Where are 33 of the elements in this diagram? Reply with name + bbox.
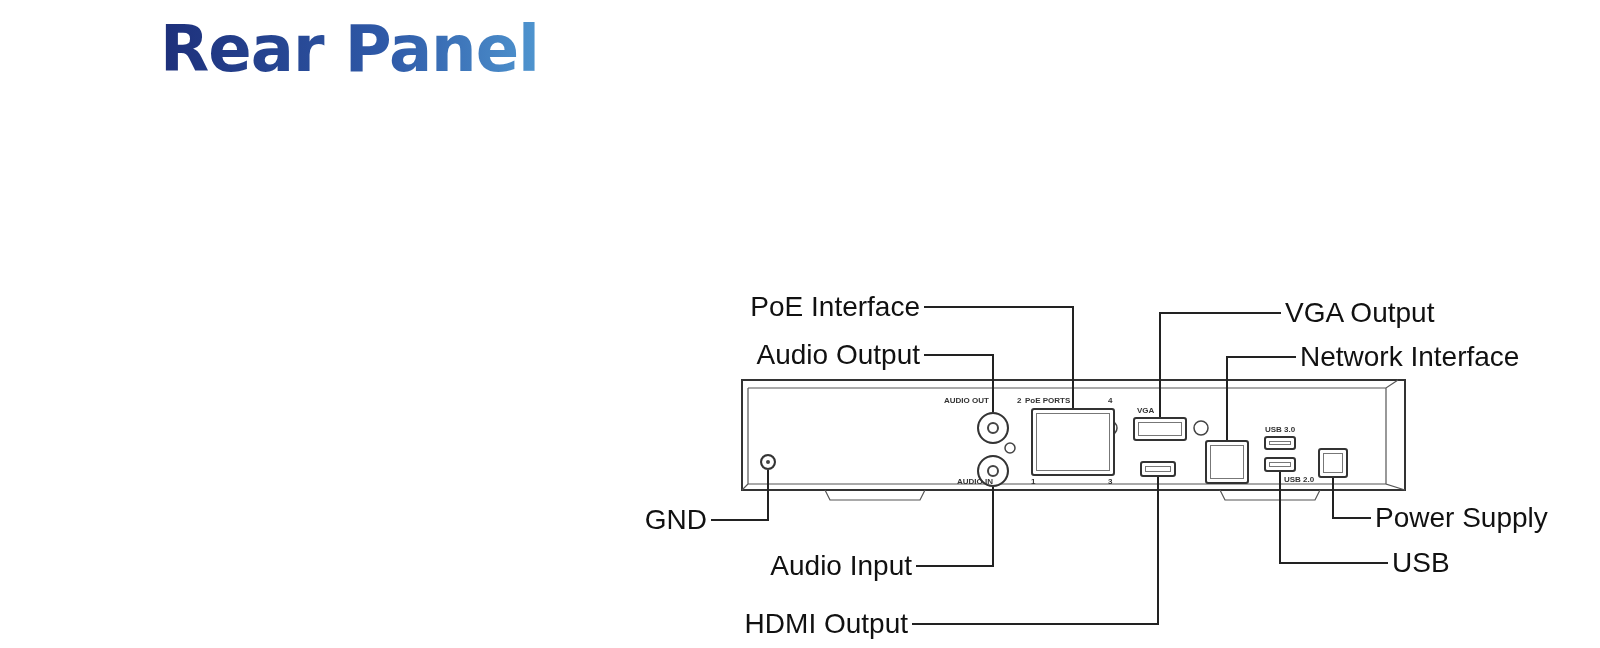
ethernet-port-block [1031, 408, 1115, 476]
leader-line [923, 354, 994, 413]
hdmi-port [1140, 461, 1176, 477]
usb-port [1264, 457, 1296, 472]
leader-line [923, 306, 1074, 409]
callout-label: Audio Input [770, 550, 912, 582]
leader-line [710, 469, 769, 521]
panel-marking: AUDIO IN [957, 478, 993, 486]
panel-marking: AUDIO OUT [944, 397, 989, 405]
usb-port [1264, 436, 1296, 450]
leader-line [911, 476, 1159, 625]
leader-line [1226, 356, 1297, 441]
ethernet-port [1205, 440, 1249, 484]
power-jack [1318, 448, 1348, 478]
callout-label: Power Supply [1375, 502, 1548, 534]
callout-label: PoE Interface [750, 291, 920, 323]
callout-label: GND [644, 504, 707, 536]
vga-port [1133, 417, 1187, 441]
leader-line [1159, 312, 1282, 418]
panel-marking: 2 [1017, 397, 1022, 405]
panel-marking: 1 [1031, 478, 1036, 486]
leader-line [915, 486, 994, 567]
panel-marking: PoE PORTS [1025, 397, 1071, 405]
panel-marking: VGA [1137, 407, 1155, 415]
callout-label: Network Interface [1300, 341, 1520, 373]
callout-label: USB [1392, 547, 1450, 579]
panel-marking: USB 3.0 [1265, 426, 1296, 434]
callout-label: Audio Output [756, 339, 920, 371]
panel-marking: USB 2.0 [1284, 476, 1315, 484]
callout-label: VGA Output [1285, 297, 1435, 329]
leader-line [1279, 471, 1389, 564]
leader-line [1332, 477, 1372, 519]
callout-label: HDMI Output [744, 608, 908, 640]
